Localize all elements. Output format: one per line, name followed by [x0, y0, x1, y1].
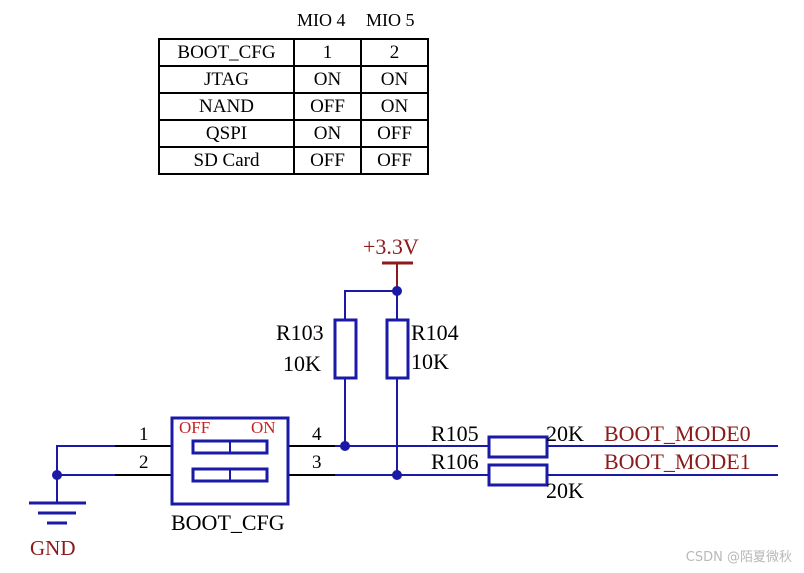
resistor-r105 [487, 435, 549, 459]
junction-dots [52, 286, 402, 480]
resistor-r106 [487, 463, 549, 487]
table-cell: ON [360, 65, 429, 94]
switch-pin-4: 4 [312, 424, 322, 445]
wire-pin1-gnd [56, 445, 172, 475]
table-cell: OFF [293, 92, 362, 121]
table-row: JTAG ON ON [158, 65, 429, 94]
r106-ref: R106 [431, 449, 479, 474]
power-label: +3.3V [363, 234, 419, 259]
table-cell: ON [360, 92, 429, 121]
table-cell: OFF [360, 146, 429, 175]
switch-pin-2: 2 [139, 452, 149, 473]
table-row: NAND OFF ON [158, 92, 429, 121]
table-row: BOOT_CFG 1 2 [158, 38, 429, 67]
table-row: QSPI ON OFF [158, 119, 429, 148]
table-cell: NAND [158, 92, 295, 121]
r104-value: 10K [411, 349, 449, 374]
ground-label: GND [30, 536, 76, 560]
table-cell: OFF [293, 146, 362, 175]
table-cell: SD Card [158, 146, 295, 175]
resistors [333, 318, 549, 487]
r103-ref: R103 [276, 320, 324, 345]
switch-name-label: BOOT_CFG [171, 510, 285, 535]
r105-ref: R105 [431, 421, 479, 446]
junction-dot [52, 470, 62, 480]
r103-value: 10K [283, 351, 321, 376]
column-header-mio4: MIO 4 [297, 10, 346, 30]
table-cell: 2 [360, 38, 429, 67]
watermark: CSDN @陌夏微秋 [685, 550, 792, 565]
resistor-r103 [333, 318, 358, 380]
table-row: SD Card OFF OFF [158, 146, 429, 175]
ground-symbol [29, 501, 86, 525]
junction-dot [392, 470, 402, 480]
net-label-boot-mode1: BOOT_MODE1 [604, 449, 751, 474]
table-cell: OFF [360, 119, 429, 148]
switch-pin-1: 1 [139, 424, 149, 445]
table-cell: BOOT_CFG [158, 38, 295, 67]
wires [56, 290, 778, 503]
table-cell: ON [293, 65, 362, 94]
r105-value: 20K [546, 421, 584, 446]
wire-vcc-r103 [344, 290, 397, 320]
table-cell: 1 [293, 38, 362, 67]
table-cell: JTAG [158, 65, 295, 94]
net-label-boot-mode0: BOOT_MODE0 [604, 421, 751, 446]
switch-on-label: ON [251, 418, 276, 437]
switch-off-label: OFF [179, 418, 211, 437]
dip-switch [170, 416, 290, 506]
junction-dot [392, 286, 402, 296]
junction-dot [340, 441, 350, 451]
r104-ref: R104 [411, 320, 459, 345]
boot-config-table: BOOT_CFG 1 2 JTAG ON ON NAND OFF ON QSPI… [158, 38, 429, 175]
table-cell: ON [293, 119, 362, 148]
table-cell: QSPI [158, 119, 295, 148]
switch-pin-3: 3 [312, 452, 322, 473]
switch-pin-stubs [115, 445, 335, 476]
column-header-mio5: MIO 5 [366, 10, 415, 30]
resistor-r104 [385, 318, 410, 380]
r106-value: 20K [546, 478, 584, 503]
